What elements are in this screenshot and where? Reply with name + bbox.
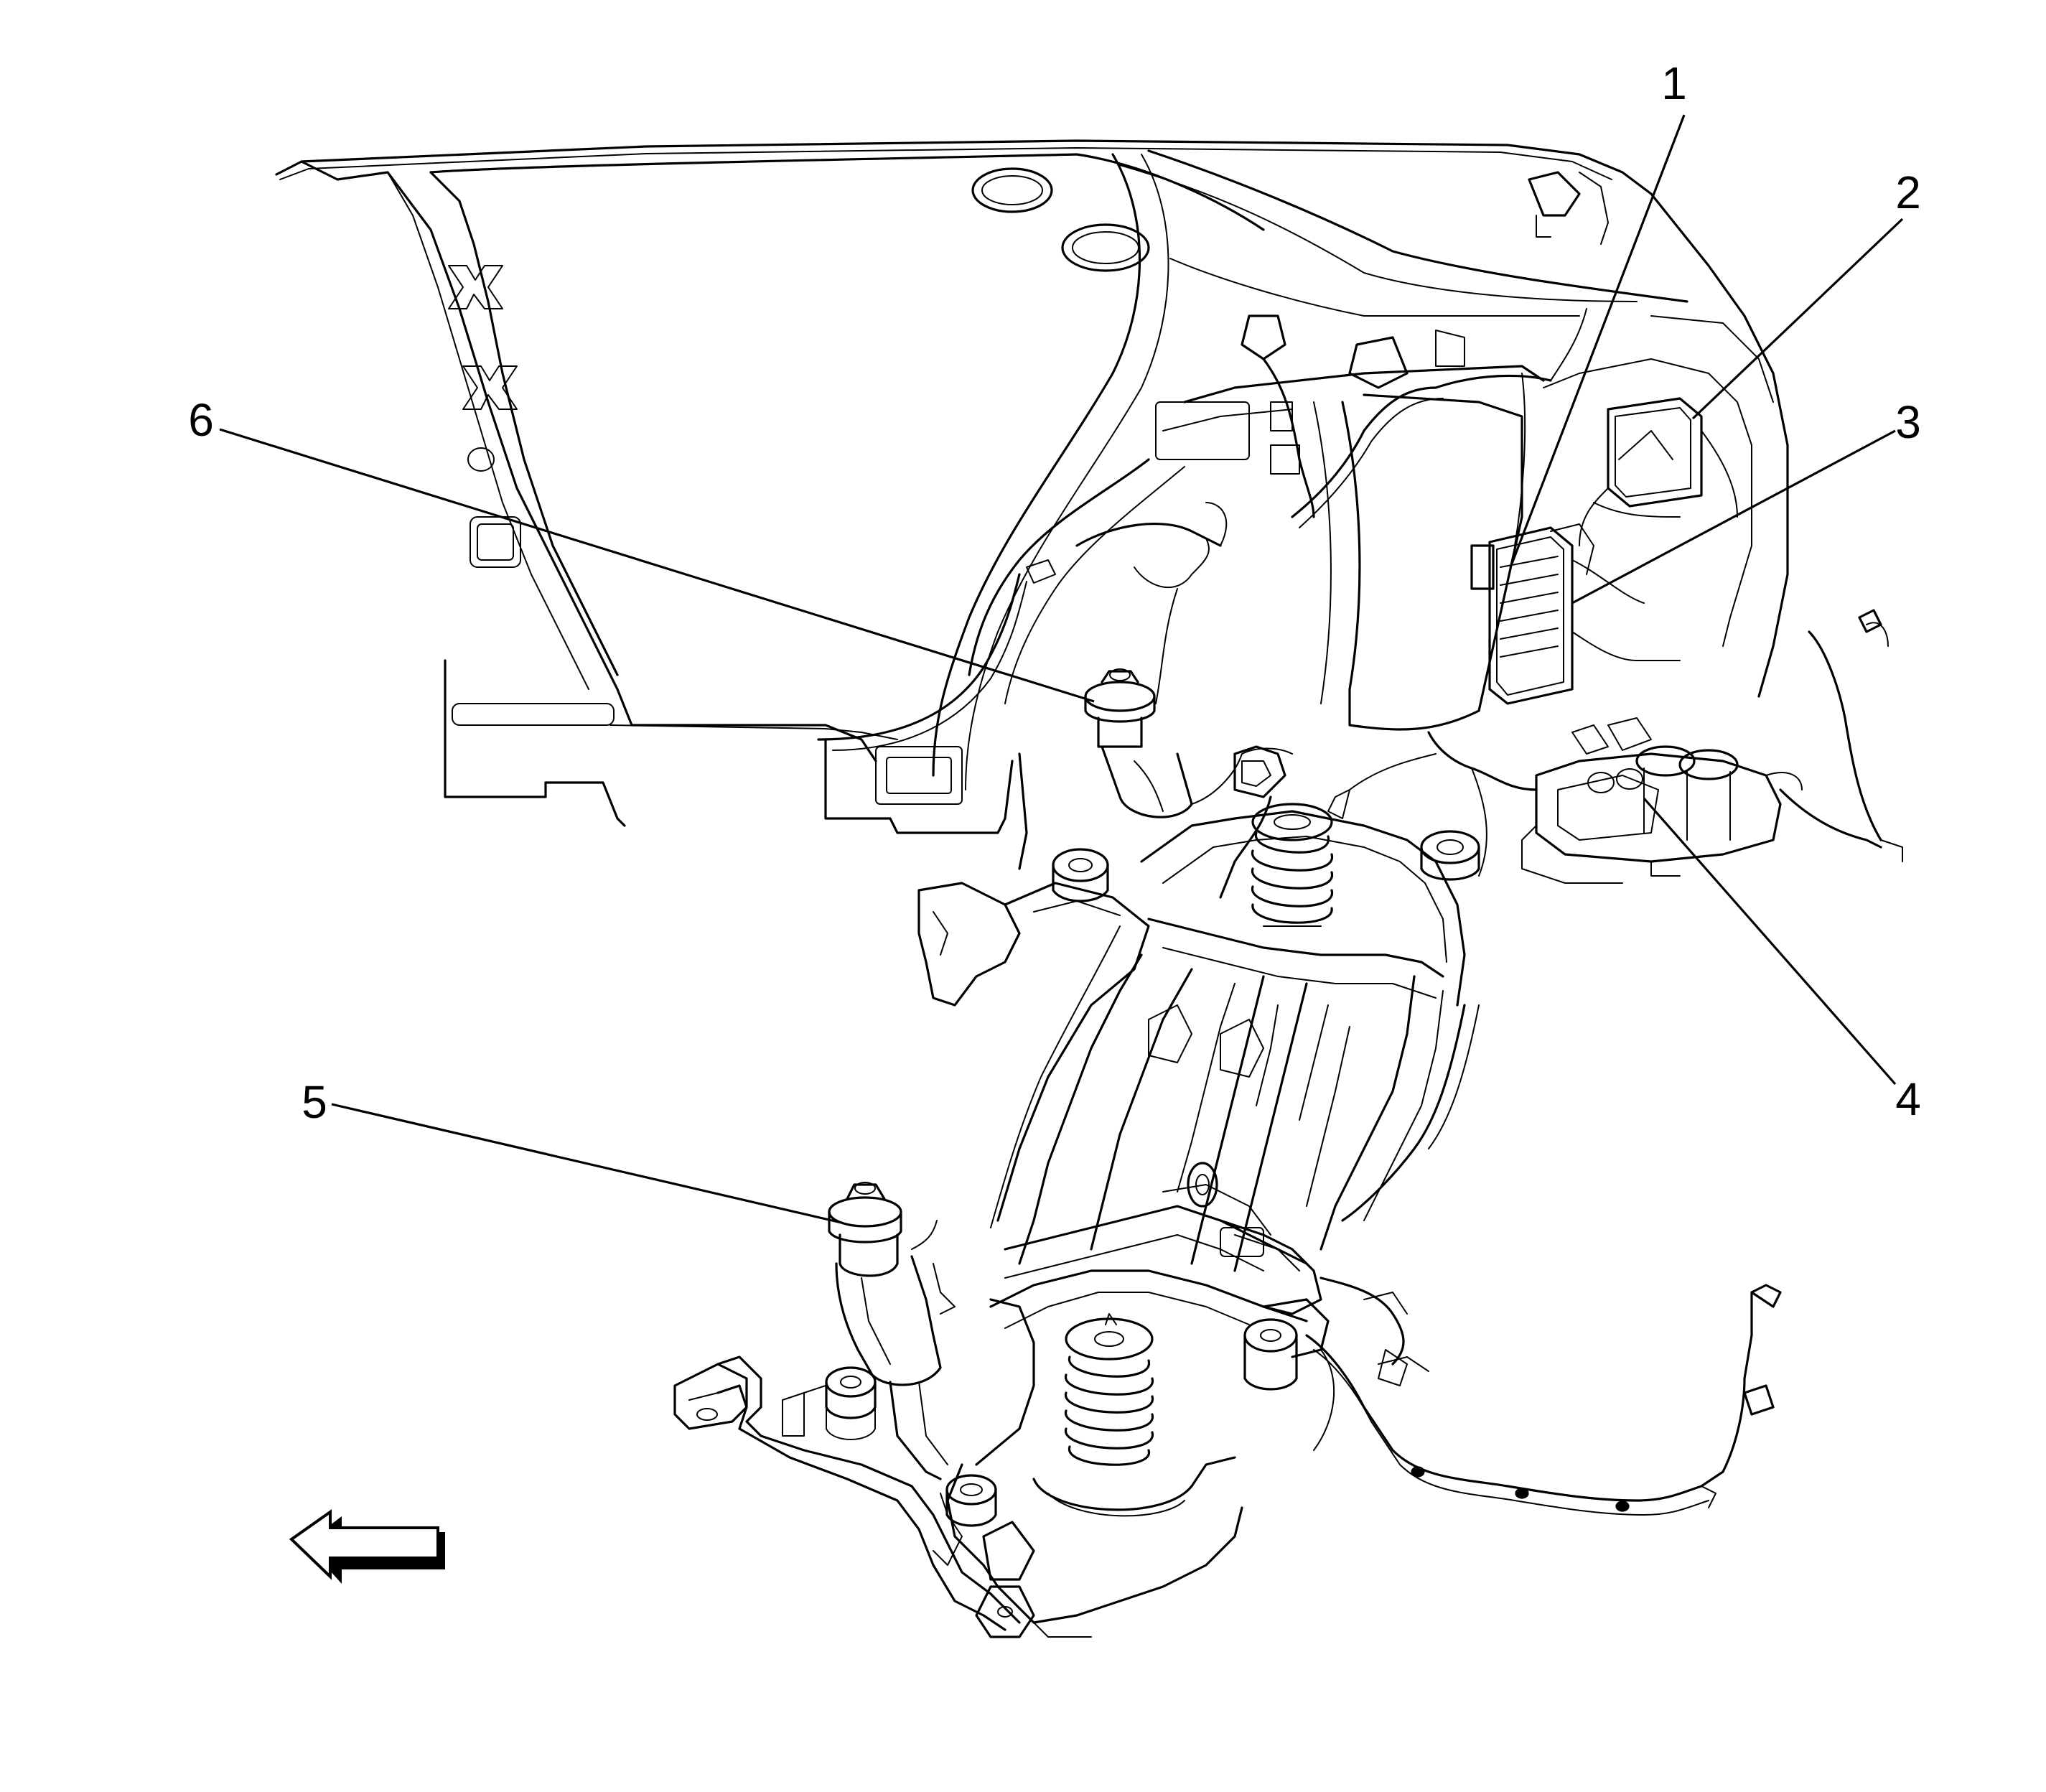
upper-wiring-harness — [1241, 171, 1609, 546]
leader-5 — [331, 1103, 842, 1224]
body-quarter-panel — [275, 139, 1789, 870]
leader-2 — [1691, 218, 1904, 420]
callout-4: 4 — [1895, 1073, 1921, 1125]
callout-leaders — [219, 114, 1904, 1224]
right-rear-air-shock — [1084, 668, 1293, 818]
callout-3: 3 — [1895, 396, 1921, 448]
leader-3 — [1571, 429, 1896, 605]
electronic-suspension-control-module — [1470, 523, 1681, 705]
lower-suspension-assembly — [673, 1269, 1782, 1638]
leader-6 — [219, 428, 1095, 703]
air-compressor-assembly — [1327, 609, 1903, 884]
leader-1 — [1510, 114, 1686, 564]
callout-labels: 1 2 3 4 5 6 — [188, 57, 1921, 1128]
rear-suspension-subframe — [917, 745, 1480, 1386]
callout-6: 6 — [188, 394, 214, 446]
leader-4 — [1643, 797, 1897, 1086]
callout-2: 2 — [1895, 167, 1921, 218]
callout-5: 5 — [302, 1076, 327, 1128]
left-arrow-icon — [289, 1509, 445, 1584]
callout-1: 1 — [1661, 57, 1687, 109]
left-rear-air-shock — [782, 1182, 956, 1480]
suspension-control-module — [1579, 397, 1738, 546]
